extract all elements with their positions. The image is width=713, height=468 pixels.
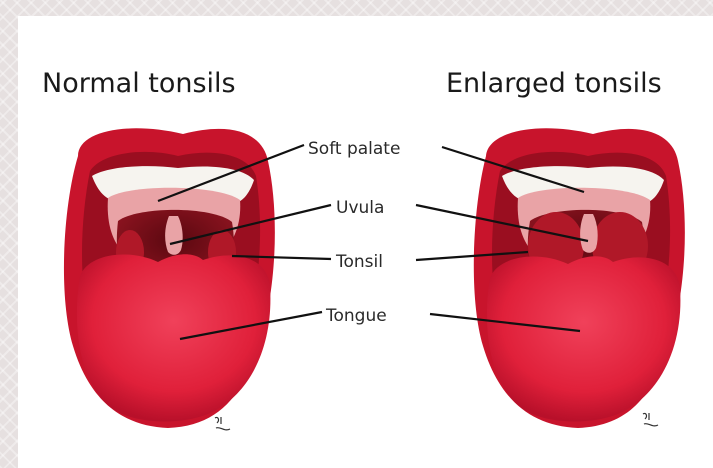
soft-palate-label: Soft palate	[308, 139, 400, 159]
enlarged-tongue	[487, 256, 681, 421]
enlarged-uvula	[580, 214, 598, 253]
tonsil-label: Tonsil	[336, 252, 383, 272]
normal-tonsils-title: Normal tonsils	[42, 68, 236, 99]
uvula-label: Uvula	[336, 198, 384, 218]
tongue-label: Tongue	[326, 306, 387, 326]
normal-mouth-illustration	[64, 128, 275, 428]
artist-signature-left	[212, 414, 234, 436]
enlarged-tonsils-title: Enlarged tonsils	[446, 68, 662, 99]
normal-tongue	[77, 254, 271, 421]
diagram-panel: Normal tonsils Enlarged tonsils Soft pal…	[18, 16, 713, 468]
normal-uvula	[165, 216, 183, 255]
artist-signature-right	[640, 410, 662, 432]
enlarged-mouth-illustration	[474, 128, 685, 428]
